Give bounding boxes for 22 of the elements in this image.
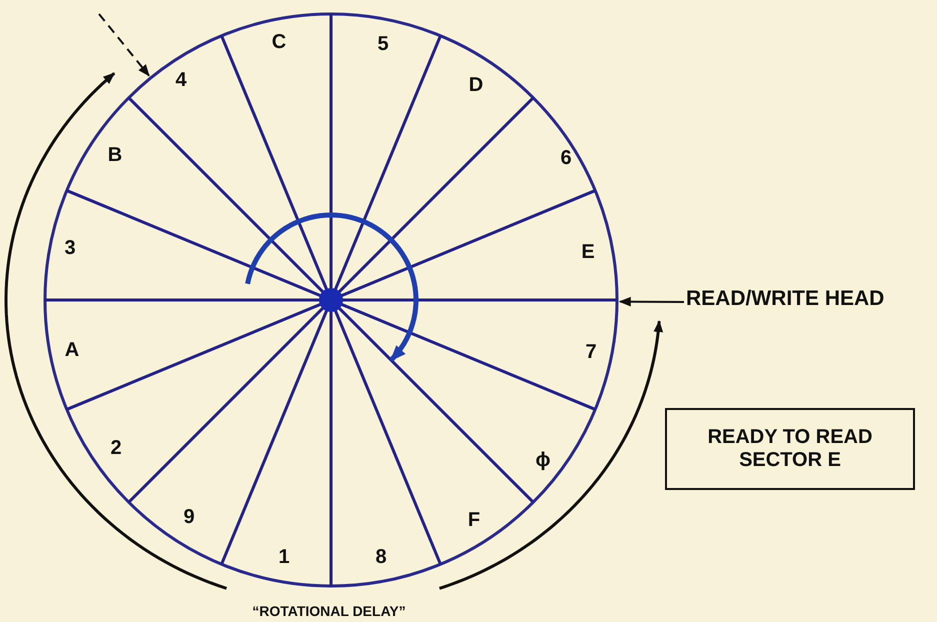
arrow	[98, 13, 150, 76]
sector-label: A	[64, 340, 80, 360]
sector-label: 2	[110, 438, 122, 458]
sector-label: 1	[278, 547, 290, 567]
sector-label: D	[468, 75, 484, 95]
caption-label: “ROTATIONAL DELAY”	[252, 604, 406, 618]
sector-label: 5	[377, 34, 389, 54]
sector-label: F	[468, 510, 480, 530]
disk-drawing	[43, 12, 619, 588]
sector-label: 4	[175, 70, 187, 90]
sector-label: C	[272, 32, 286, 52]
status-box: READY TO READ SECTOR E	[665, 408, 915, 490]
sector-label: 6	[560, 148, 572, 168]
sector-label: B	[108, 145, 122, 165]
arrow	[618, 296, 684, 306]
sector-label: 8	[375, 547, 387, 567]
read-write-head-label: READ/WRITE HEAD	[686, 288, 936, 314]
sector-label: 7	[585, 342, 597, 362]
sector-label: 3	[64, 238, 76, 258]
sector-label: E	[581, 242, 595, 262]
sector-label: 9	[183, 507, 195, 527]
sector-label: ϕ	[536, 450, 550, 470]
